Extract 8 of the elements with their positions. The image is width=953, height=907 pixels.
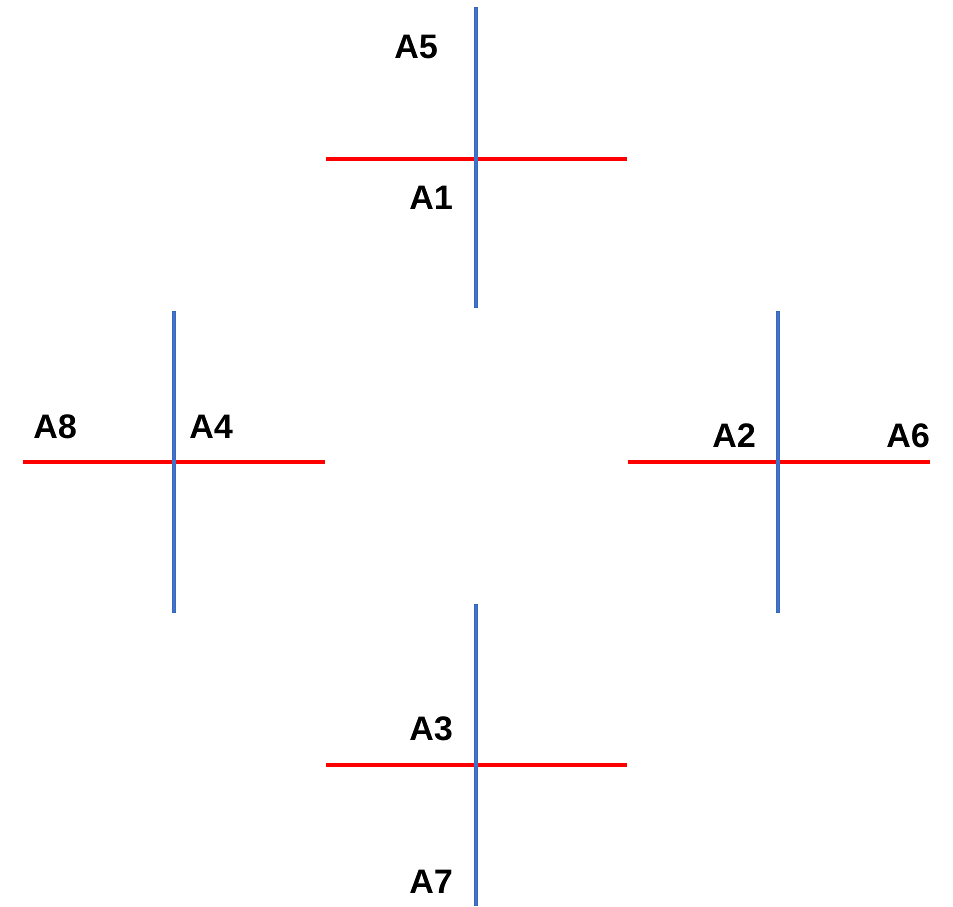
point-label: A4 bbox=[189, 408, 233, 446]
point-label: A2 bbox=[712, 417, 756, 455]
point-label: A3 bbox=[409, 710, 453, 748]
point-label: A1 bbox=[409, 179, 453, 217]
point-label: A8 bbox=[33, 408, 77, 446]
point-label: A7 bbox=[409, 863, 453, 901]
point-label: A6 bbox=[886, 417, 930, 455]
point-label: A5 bbox=[394, 28, 438, 66]
